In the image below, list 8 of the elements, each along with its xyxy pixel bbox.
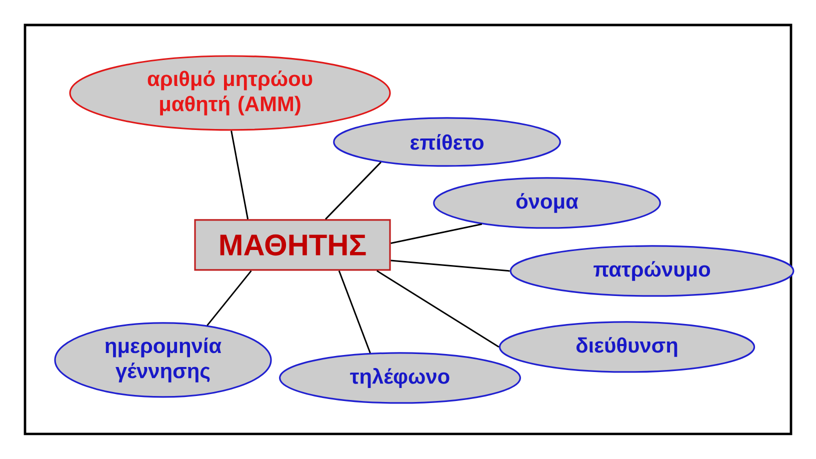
entity-box: ΜΑΘΗΤΗΣ — [194, 219, 391, 271]
connector-line — [338, 270, 371, 354]
connector-line — [206, 270, 252, 326]
connector-line — [325, 162, 382, 220]
connector-line — [390, 260, 510, 272]
connector-line — [376, 270, 500, 348]
connector-line — [230, 130, 249, 220]
connector-line — [390, 223, 482, 244]
